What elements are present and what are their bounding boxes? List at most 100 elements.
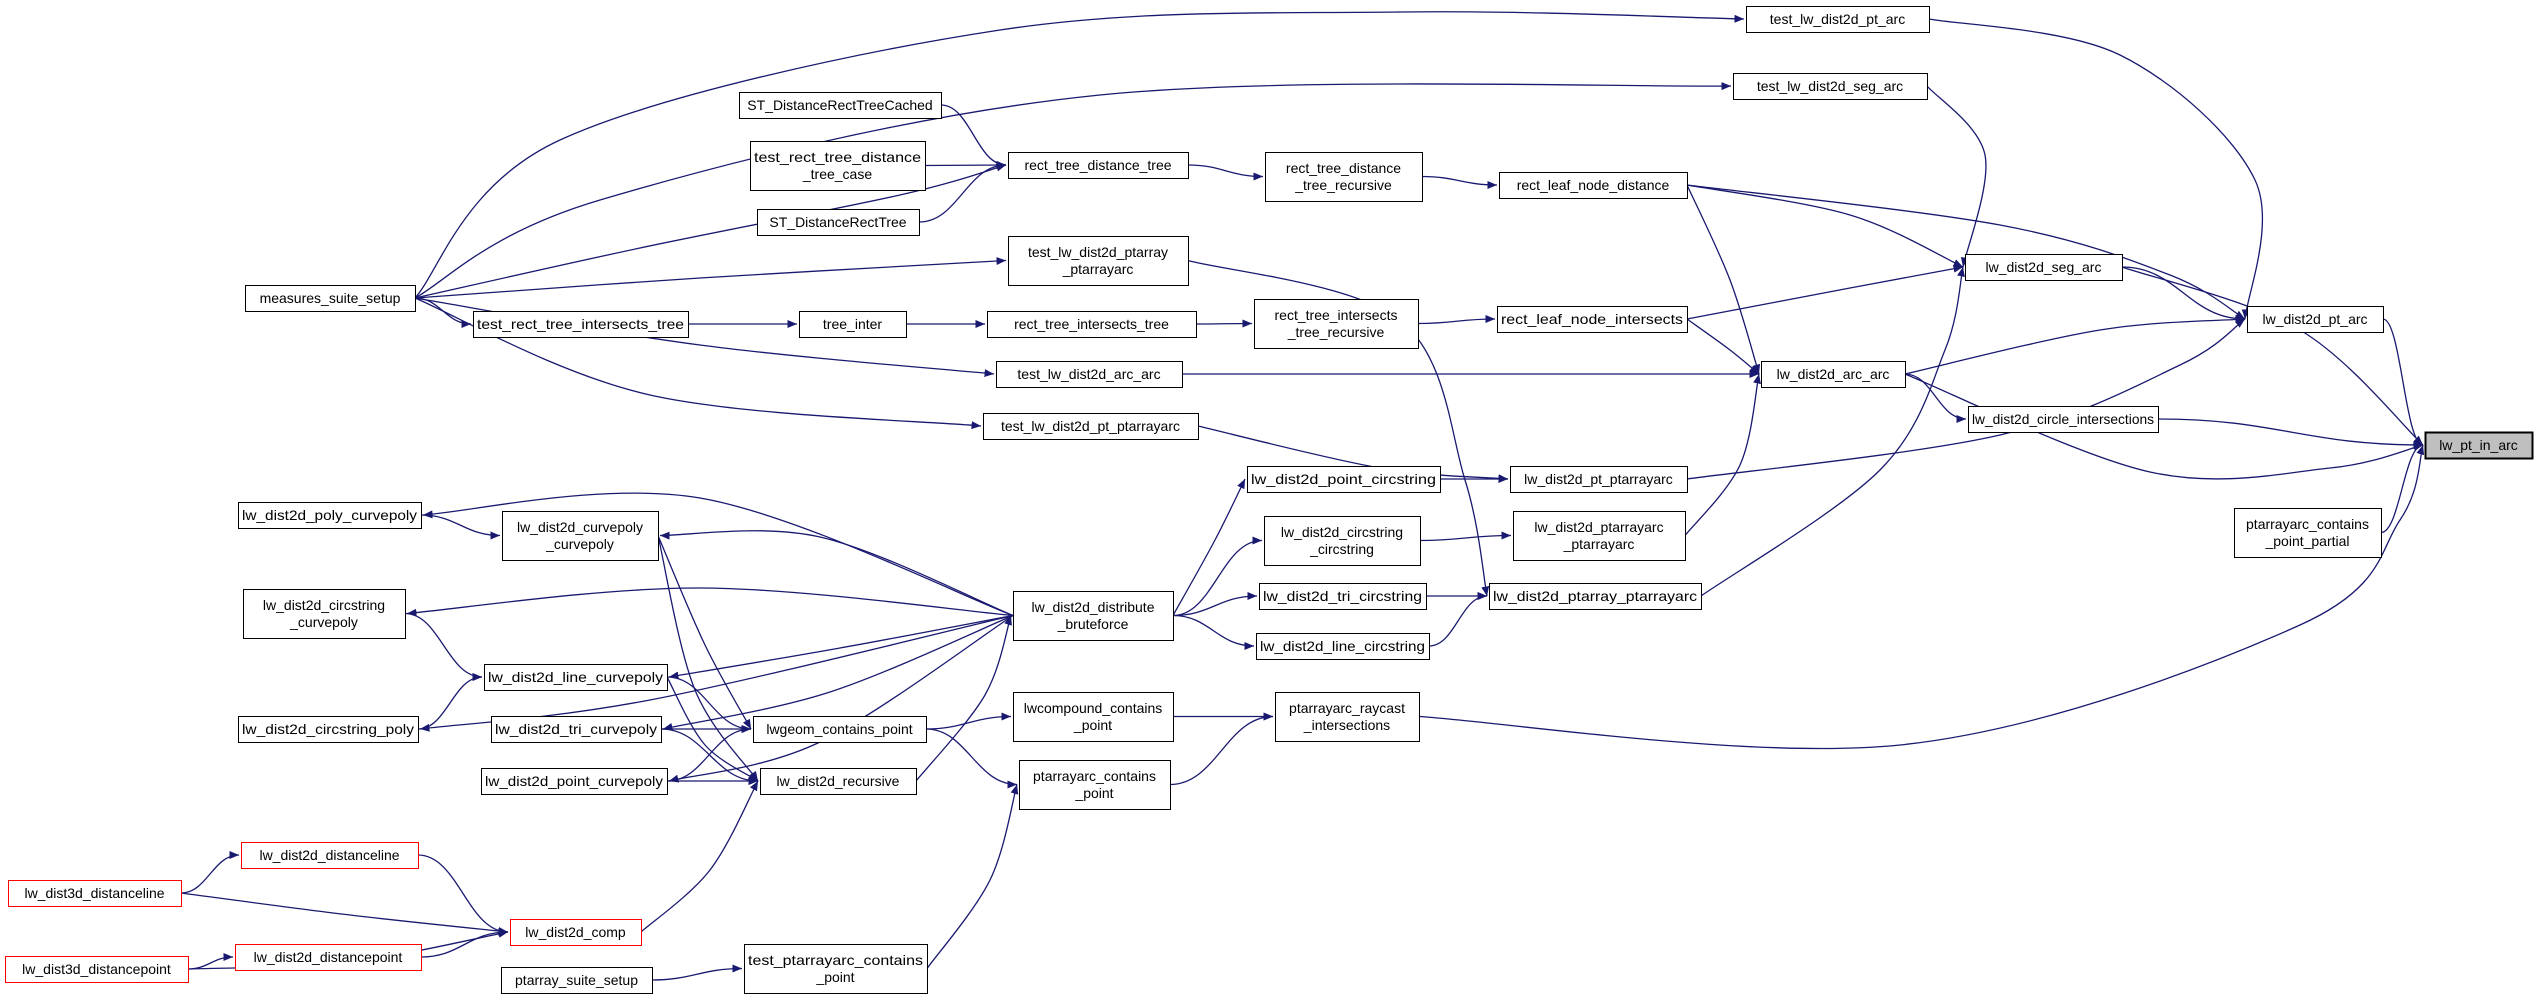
node-label: lw_dist2d_distancepoint bbox=[254, 949, 403, 965]
node-box bbox=[1509, 465, 1689, 494]
graph-node-test_ptarrayarc_contains_point[interactable]: test_ptarrayarc_contains_point bbox=[743, 943, 929, 995]
node-label: rect_tree_intersects_tree bbox=[1014, 316, 1169, 332]
node-label: _tree_recursive bbox=[1287, 324, 1385, 340]
graph-node-rect_tree_distance_tree[interactable]: rect_tree_distance_tree bbox=[1007, 151, 1190, 180]
node-box bbox=[234, 943, 423, 972]
graph-node-lwcompound_contains_point[interactable]: lwcompound_contains_point bbox=[1012, 691, 1175, 743]
graph-node-lw_dist2d_line_curvepoly[interactable]: lw_dist2d_line_curvepoly bbox=[483, 663, 669, 692]
node-box bbox=[1253, 298, 1420, 350]
graph-node-lw_dist2d_arc_arc[interactable]: lw_dist2d_arc_arc bbox=[1760, 360, 1907, 389]
graph-node-lw_dist2d_line_circstring[interactable]: lw_dist2d_line_circstring bbox=[1255, 632, 1431, 661]
node-box bbox=[490, 715, 663, 744]
graph-node-rect_leaf_node_distance[interactable]: rect_leaf_node_distance bbox=[1498, 171, 1689, 200]
edge-lw_dist2d_poly_curvepoly--lw_dist2d_curvepoly_curvepoly bbox=[420, 514, 501, 540]
graph-node-test_rect_tree_distance_tree_case[interactable]: test_rect_tree_distance_tree_case bbox=[749, 140, 927, 192]
node-box bbox=[2246, 305, 2385, 334]
graph-node-test_lw_dist2d_ptarray_ptarrayarc[interactable]: test_lw_dist2d_ptarray_ptarrayarc bbox=[1007, 235, 1190, 287]
graph-node-lw_dist2d_distribute_bruteforce[interactable]: lw_dist2d_distribute_bruteforce bbox=[1012, 590, 1175, 642]
graph-node-ptarrayarc_contains_point[interactable]: ptarrayarc_contains_point bbox=[1018, 759, 1172, 811]
node-label: _tree_case bbox=[802, 166, 872, 182]
node-box bbox=[752, 715, 928, 744]
graph-node-lw_dist2d_distancepoint[interactable]: lw_dist2d_distancepoint bbox=[234, 943, 423, 972]
graph-node-lw_dist2d_circstring_circstring[interactable]: lw_dist2d_circstring_circstring bbox=[1263, 515, 1422, 567]
edge-lw_dist2d_distribute_bruteforce--lw_dist2d_poly_curvepoly bbox=[422, 492, 1014, 617]
edge-lw_dist2d_arc_arc--lw_dist2d_pt_arc bbox=[1904, 315, 2246, 375]
graph-node-lw_dist2d_ptarrayarc_ptarrayarc[interactable]: lw_dist2d_ptarrayarc_ptarrayarc bbox=[1512, 510, 1687, 562]
node-label: ST_DistanceRectTreeCached bbox=[747, 97, 932, 113]
node-box bbox=[242, 588, 407, 640]
node-label: lw_dist2d_ptarrayarc bbox=[1534, 519, 1663, 535]
graph-node-lw_dist3d_distanceline[interactable]: lw_dist3d_distanceline bbox=[7, 879, 183, 908]
edge-lw_dist2d_curvepoly_curvepoly--lw_dist2d_recursive bbox=[657, 535, 759, 782]
graph-node-lw_pt_in_arc[interactable]: lw_pt_in_arc bbox=[2424, 431, 2534, 460]
edge-rect_tree_distance_tree--rect_tree_distance_tree_recursive bbox=[1187, 164, 1264, 181]
node-label: lw_dist2d_tri_circstring bbox=[1263, 588, 1422, 604]
graph-node-tree_inter[interactable]: tree_inter bbox=[798, 310, 908, 339]
graph-node-rect_tree_intersects_tree_recursive[interactable]: rect_tree_intersects_tree_recursive bbox=[1253, 298, 1420, 350]
edge-lw_dist2d_comp--lw_dist2d_recursive bbox=[640, 780, 759, 933]
edge-rect_leaf_node_distance--lw_dist2d_seg_arc bbox=[1686, 184, 1964, 268]
graph-node-test_lw_dist2d_arc_arc[interactable]: test_lw_dist2d_arc_arc bbox=[995, 360, 1184, 389]
graph-node-lw_dist2d_poly_curvepoly[interactable]: lw_dist2d_poly_curvepoly bbox=[237, 501, 423, 530]
edge-lw_dist2d_circstring_curvepoly--lw_dist2d_line_curvepoly bbox=[404, 612, 483, 681]
edge-rect_tree_distance_tree_recursive--rect_leaf_node_distance bbox=[1421, 175, 1498, 189]
edge-measures_suite_setup--test_lw_dist2d_ptarray_ptarrayarc bbox=[414, 257, 1007, 299]
edge-lw_dist2d_distribute_bruteforce--lw_dist2d_tri_circstring bbox=[1172, 592, 1258, 617]
graph-node-lw_dist2d_ptarray_ptarrayarc[interactable]: lw_dist2d_ptarray_ptarrayarc bbox=[1488, 582, 1703, 611]
graph-node-ptarray_suite_setup[interactable]: ptarray_suite_setup bbox=[500, 966, 654, 995]
graph-node-test_lw_dist2d_seg_arc[interactable]: test_lw_dist2d_seg_arc bbox=[1732, 72, 1929, 101]
graph-node-lw_dist2d_point_curvepoly[interactable]: lw_dist2d_point_curvepoly bbox=[480, 767, 669, 796]
node-box bbox=[1255, 632, 1431, 661]
graph-node-test_lw_dist2d_pt_arc[interactable]: test_lw_dist2d_pt_arc bbox=[1745, 5, 1931, 34]
graph-node-lw_dist2d_tri_circstring[interactable]: lw_dist2d_tri_circstring bbox=[1258, 582, 1428, 611]
graph-node-lw_dist2d_comp[interactable]: lw_dist2d_comp bbox=[509, 918, 643, 947]
graph-node-lwgeom_contains_point[interactable]: lwgeom_contains_point bbox=[752, 715, 928, 744]
graph-node-lw_dist2d_recursive[interactable]: lw_dist2d_recursive bbox=[759, 767, 918, 796]
node-label: lw_dist2d_circstring bbox=[1281, 524, 1403, 540]
graph-node-lw_dist2d_circstring_poly[interactable]: lw_dist2d_circstring_poly bbox=[237, 715, 420, 744]
graph-node-lw_dist2d_curvepoly_curvepoly[interactable]: lw_dist2d_curvepoly_curvepoly bbox=[501, 510, 660, 562]
graph-node-rect_leaf_node_intersects[interactable]: rect_leaf_node_intersects bbox=[1496, 305, 1689, 334]
node-label: lw_dist2d_curvepoly bbox=[517, 519, 643, 535]
graph-node-lw_dist2d_distanceline[interactable]: lw_dist2d_distanceline bbox=[240, 841, 420, 870]
graph-node-lw_dist2d_seg_arc[interactable]: lw_dist2d_seg_arc bbox=[1964, 253, 2124, 282]
edge-ptarray_suite_setup--test_ptarrayarc_contains_point bbox=[651, 964, 743, 981]
graph-node-test_rect_tree_intersects_tree[interactable]: test_rect_tree_intersects_tree bbox=[472, 310, 690, 339]
graph-node-lw_dist2d_tri_curvepoly[interactable]: lw_dist2d_tri_curvepoly bbox=[490, 715, 663, 744]
graph-node-lw_dist2d_pt_arc[interactable]: lw_dist2d_pt_arc bbox=[2246, 305, 2385, 334]
edge-test_ptarrayarc_contains_point--ptarrayarc_contains_point bbox=[926, 784, 1019, 969]
graph-node-rect_tree_distance_tree_recursive[interactable]: rect_tree_distance_tree_recursive bbox=[1264, 151, 1424, 203]
graph-node-lw_dist2d_circle_intersections[interactable]: lw_dist2d_circle_intersections bbox=[1967, 405, 2160, 434]
node-label: lwgeom_contains_point bbox=[766, 721, 912, 737]
node-box bbox=[1007, 235, 1190, 287]
graph-node-lw_dist2d_circstring_curvepoly[interactable]: lw_dist2d_circstring_curvepoly bbox=[242, 588, 407, 640]
edge-lw_dist2d_distribute_bruteforce--lw_dist2d_curvepoly_curvepoly bbox=[659, 530, 1014, 617]
edge-measures_suite_setup--test_lw_dist2d_seg_arc bbox=[414, 82, 1732, 299]
node-label: lw_dist2d_point_circstring bbox=[1251, 471, 1436, 487]
graph-node-lw_dist2d_point_circstring[interactable]: lw_dist2d_point_circstring bbox=[1246, 465, 1442, 494]
node-label: lw_dist2d_circstring bbox=[263, 597, 385, 613]
node-label: _ptarrayarc bbox=[1563, 536, 1635, 552]
node-label: lw_pt_in_arc bbox=[2439, 437, 2518, 453]
node-box bbox=[1264, 151, 1424, 203]
node-box bbox=[501, 510, 660, 562]
node-box bbox=[2424, 431, 2534, 460]
graph-node-measures_suite_setup[interactable]: measures_suite_setup bbox=[244, 284, 417, 313]
edge-lw_dist2d_line_curvepoly--lwgeom_contains_point bbox=[666, 676, 752, 733]
graph-node-lw_dist2d_pt_ptarrayarc[interactable]: lw_dist2d_pt_ptarrayarc bbox=[1509, 465, 1689, 494]
edge-lw_dist2d_seg_arc--lw_dist2d_pt_arc bbox=[2121, 266, 2246, 323]
node-box bbox=[237, 715, 420, 744]
edge-lw_dist2d_circstring_circstring--lw_dist2d_ptarrayarc_ptarrayarc bbox=[1419, 531, 1512, 542]
graph-node-lw_dist3d_distancepoint[interactable]: lw_dist3d_distancepoint bbox=[4, 955, 190, 984]
node-label: lw_dist2d_comp bbox=[525, 924, 626, 940]
edge-lw_dist2d_curvepoly_curvepoly--lwgeom_contains_point bbox=[657, 535, 752, 730]
node-box bbox=[1745, 5, 1931, 34]
node-box bbox=[472, 310, 690, 339]
graph-node-ptarrayarc_contains_point_partial[interactable]: ptarrayarc_contains_point_partial bbox=[2233, 507, 2383, 559]
graph-node-ST_DistanceRectTree[interactable]: ST_DistanceRectTree bbox=[756, 208, 921, 237]
graph-node-test_lw_dist2d_pt_ptarrayarc[interactable]: test_lw_dist2d_pt_ptarrayarc bbox=[982, 412, 1200, 441]
graph-node-rect_tree_intersects_tree[interactable]: rect_tree_intersects_tree bbox=[986, 310, 1198, 339]
node-box bbox=[480, 767, 669, 796]
graph-node-ptarrayarc_raycast_intersections[interactable]: ptarrayarc_raycast_intersections bbox=[1274, 691, 1421, 743]
graph-node-ST_DistanceRectTreeCached[interactable]: ST_DistanceRectTreeCached bbox=[738, 91, 943, 120]
